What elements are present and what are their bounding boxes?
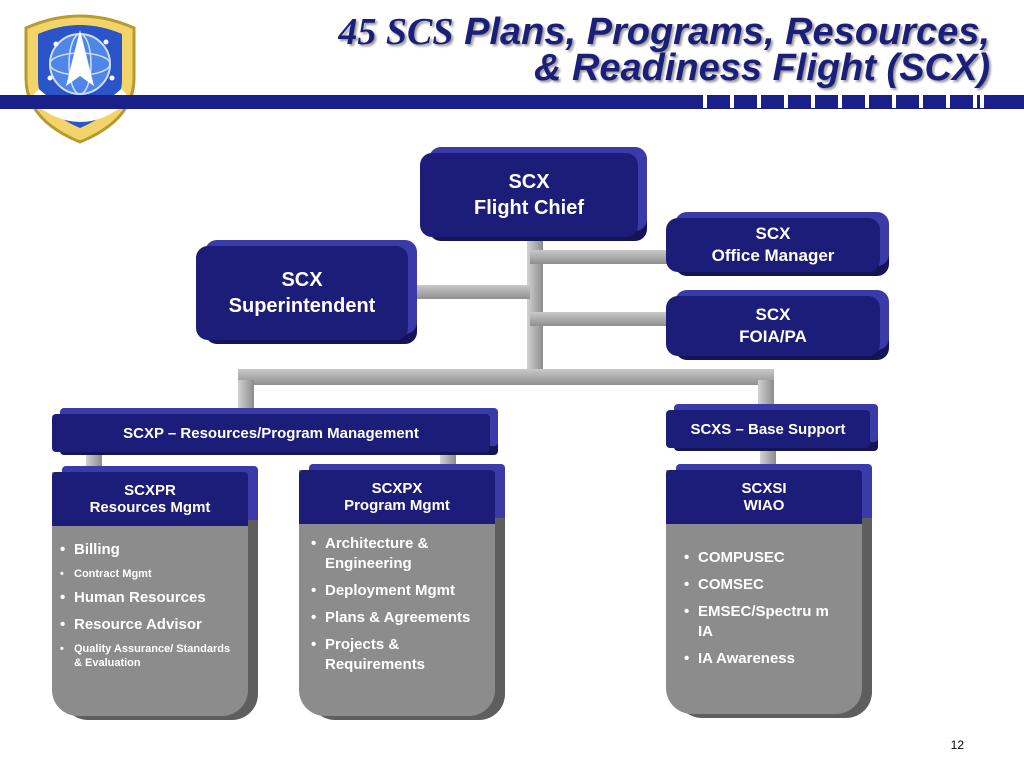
- foia-title: FOIA/PA: [739, 327, 807, 346]
- list-item: Deployment Mgmt: [311, 581, 485, 601]
- connector-trunk: [527, 236, 543, 382]
- scxpx-panel: SCXPX Program Mgmt Architecture & Engine…: [299, 470, 495, 716]
- scxsi-title: WIAO: [743, 497, 785, 514]
- list-item: EMSEC/Spectru m IA: [684, 602, 842, 642]
- connector-foia: [530, 312, 670, 326]
- list-item: Plans & Agreements: [311, 608, 485, 628]
- scxsi-list: COMPUSEC COMSEC EMSEC/Spectru m IA IA Aw…: [684, 548, 842, 676]
- superintendent-box: SCX Superintendent: [196, 246, 408, 340]
- scxpx-title: Program Mgmt: [344, 497, 450, 514]
- office-manager-box: SCX Office Manager: [666, 218, 880, 272]
- page-number: 12: [950, 738, 964, 752]
- office-manager-title: Office Manager: [711, 246, 835, 265]
- connector-horizontal-bus: [238, 369, 774, 385]
- scxsi-header: SCXSI WIAO: [666, 470, 862, 524]
- list-item: COMPUSEC: [684, 548, 842, 568]
- connector-to-scxp: [238, 380, 254, 410]
- list-item: Projects & Requirements: [311, 635, 485, 675]
- foia-box: SCX FOIA/PA: [666, 296, 880, 356]
- title-line2: & Readiness Flight (SCX): [533, 47, 990, 89]
- scxpx-header: SCXPX Program Mgmt: [299, 470, 495, 524]
- connector-to-scxs: [758, 380, 774, 406]
- list-item: Architecture & Engineering: [311, 534, 485, 574]
- list-item: Quality Assurance/ Standards & Evaluatio…: [60, 642, 238, 670]
- foia-code: SCX: [755, 305, 791, 324]
- list-item: Human Resources: [60, 588, 238, 608]
- list-item: Contract Mgmt: [60, 567, 238, 581]
- scxs-label: SCXS – Base Support: [690, 420, 846, 438]
- scxpr-title: Resources Mgmt: [89, 499, 211, 516]
- flight-chief-title: Flight Chief: [474, 197, 584, 219]
- scxpr-header: SCXPR Resources Mgmt: [52, 472, 248, 526]
- superintendent-title: Superintendent: [228, 295, 376, 317]
- scxp-label: SCXP – Resources/Program Management: [123, 424, 419, 442]
- flight-chief-code: SCX: [508, 171, 550, 193]
- scxpx-code: SCXPX: [371, 480, 423, 497]
- superintendent-code: SCX: [281, 269, 323, 291]
- list-item: IA Awareness: [684, 649, 842, 669]
- title-line1: Plans, Programs, Resources,: [453, 11, 990, 53]
- office-manager-code: SCX: [755, 224, 791, 243]
- connector-to-scxpx: [440, 446, 456, 472]
- connector-to-scxpr: [86, 446, 102, 474]
- scxpr-list: Billing Contract Mgmt Human Resources Re…: [60, 540, 238, 677]
- page-title: 45 SCS Plans, Programs, Resources, & Rea…: [338, 11, 990, 89]
- afspc-shield-icon: [24, 14, 136, 144]
- scxs-section-bar: SCXS – Base Support: [666, 410, 870, 448]
- connector-to-scxsi: [760, 444, 776, 472]
- list-item: Billing: [60, 540, 238, 560]
- title-prefix: 45 SCS: [338, 11, 454, 53]
- scxsi-panel: SCXSI WIAO COMPUSEC COMSEC EMSEC/Spectru…: [666, 470, 862, 714]
- connector-superintendent: [408, 285, 530, 299]
- scxpx-list: Architecture & Engineering Deployment Mg…: [311, 534, 485, 682]
- connector-office-manager: [530, 250, 670, 264]
- list-item: Resource Advisor: [60, 615, 238, 635]
- scxpr-code: SCXPR: [124, 482, 176, 499]
- list-item: COMSEC: [684, 575, 842, 595]
- flight-chief-box: SCX Flight Chief: [420, 153, 638, 237]
- scxpr-panel: SCXPR Resources Mgmt Billing Contract Mg…: [52, 472, 248, 716]
- header-squares: [680, 95, 984, 108]
- scxsi-code: SCXSI: [741, 480, 787, 497]
- scxp-section-bar: SCXP – Resources/Program Management: [52, 414, 490, 452]
